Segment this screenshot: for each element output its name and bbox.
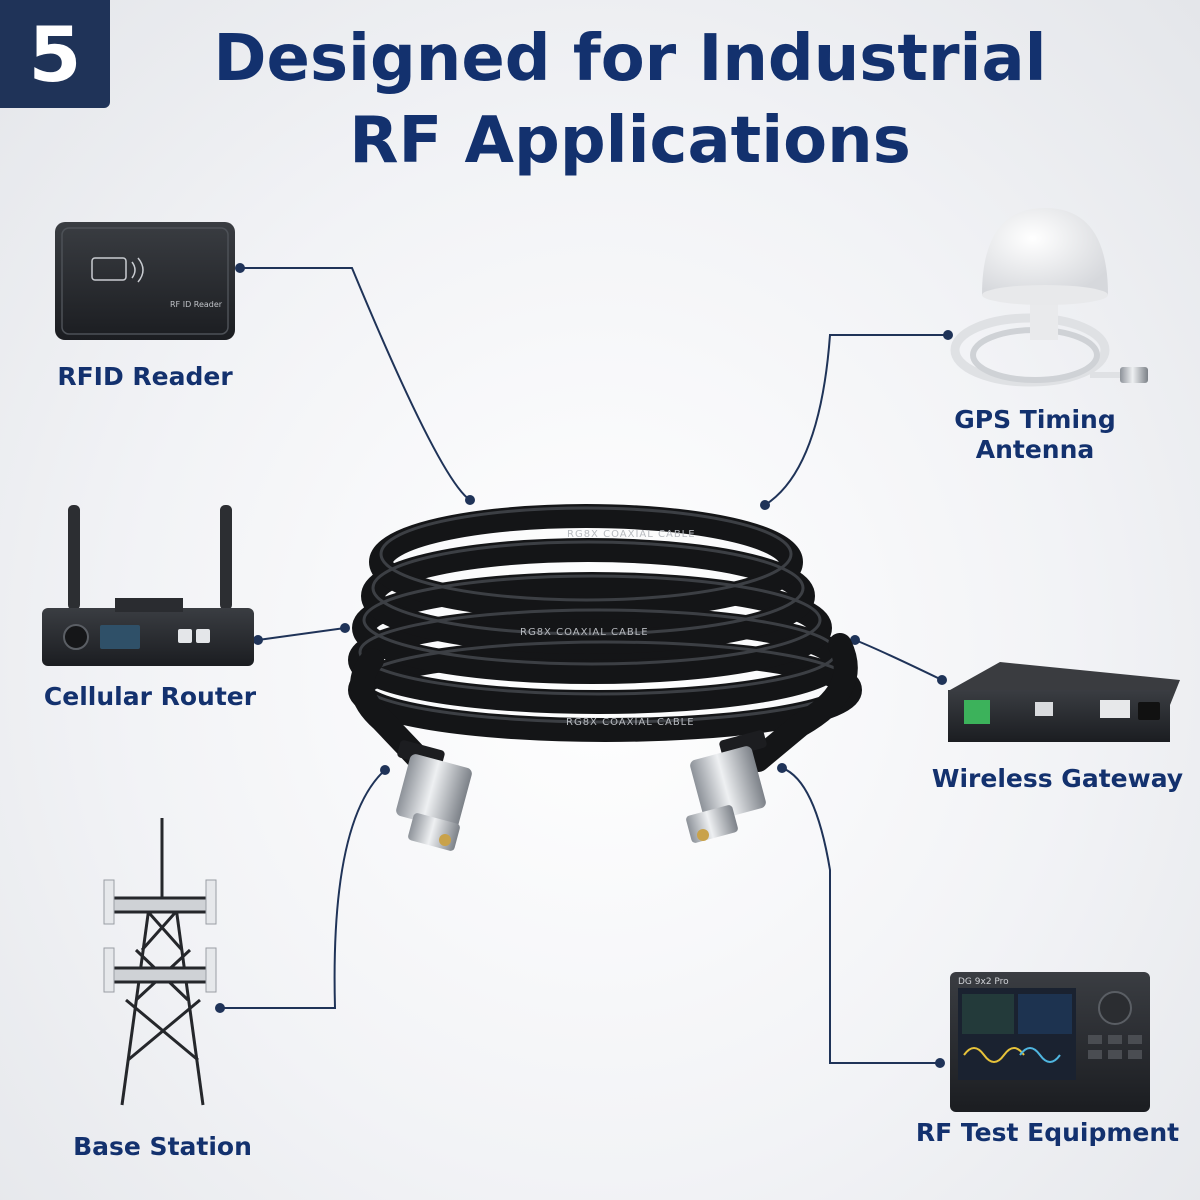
gps-antenna-image (950, 208, 1148, 387)
test-equipment-brand: DG 9x2 Pro (958, 977, 1009, 987)
line-router (257, 627, 346, 641)
cable-print-1: RG8X COAXIAL CABLE (567, 529, 696, 540)
wireless-icon (131, 257, 144, 283)
line-gps (764, 334, 948, 506)
connector-lines (220, 267, 948, 1064)
line-gateway (854, 639, 943, 681)
label-rf-test-equipment: RF Test Equipment (915, 1118, 1180, 1147)
page-title: Designed for Industrial RF Applications (150, 18, 1110, 182)
cable-print-2: RG8X COAXIAL CABLE (520, 627, 649, 638)
base-station-image (103, 818, 217, 1106)
right-tnc-connector (686, 730, 767, 843)
rfid-device-text: RF ID Reader (170, 300, 223, 309)
title-line-1: Designed for Industrial (213, 22, 1047, 96)
title-line-2: RF Applications (349, 104, 911, 178)
left-tnc-connector (396, 740, 472, 851)
label-base-station: Base Station (73, 1132, 252, 1161)
label-gps-line-2: Antenna (975, 435, 1095, 464)
label-rfid-reader: RFID Reader (57, 362, 233, 391)
connector-dots (215, 263, 953, 1068)
line-base (220, 769, 386, 1009)
label-gps-timing-antenna: GPS Timing Antenna (930, 405, 1140, 465)
label-gps-line-1: GPS Timing (954, 405, 1116, 434)
step-number: 5 (28, 9, 82, 99)
rfid-reader-image (55, 222, 235, 340)
label-wireless-gateway: Wireless Gateway (931, 764, 1184, 793)
cable-print-3: RG8X COAXIAL CABLE (566, 717, 695, 728)
cable-print-labels: RG8X COAXIAL CABLE RG8X COAXIAL CABLE RG… (520, 529, 696, 728)
step-number-badge: 5 (0, 0, 110, 108)
line-test (781, 767, 940, 1064)
coaxial-cable-image (348, 504, 862, 772)
card-icon (91, 257, 127, 281)
line-rfid (240, 267, 471, 501)
cellular-router-image (42, 505, 254, 666)
label-cellular-router: Cellular Router (43, 682, 257, 711)
rf-test-equipment-image: DG 9x2 Pro (950, 972, 1150, 1112)
wireless-gateway-image (948, 662, 1180, 742)
